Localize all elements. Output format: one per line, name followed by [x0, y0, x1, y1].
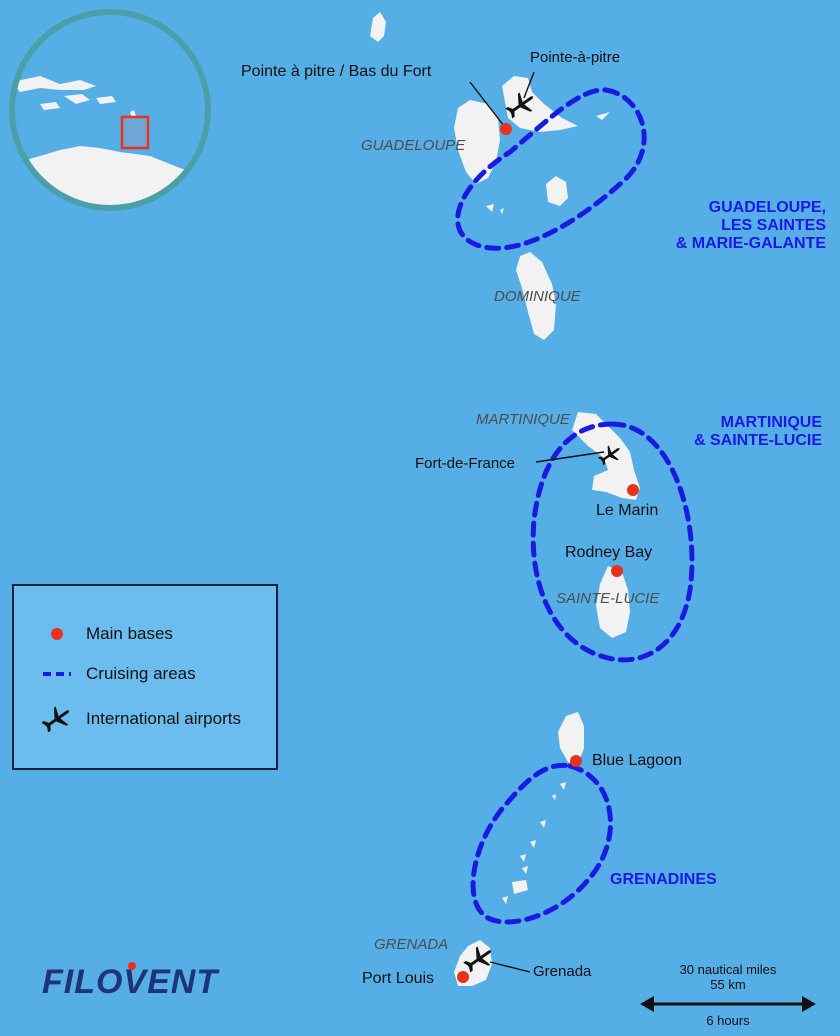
- legend-label-main-bases: Main bases: [86, 624, 173, 643]
- cruising-area-martinique-sainte-lucie: [530, 421, 695, 663]
- label-island-dominique: DOMINIQUE: [494, 288, 581, 305]
- base-marker-port-louis: [457, 971, 469, 983]
- legend-label-cruising-areas: Cruising areas: [86, 664, 196, 683]
- label-grenada-airport: Grenada: [533, 963, 592, 980]
- base-marker-rodney-bay: [611, 565, 623, 577]
- label-rodney-bay: Rodney Bay: [565, 544, 653, 561]
- island-sainte-lucie: [596, 566, 630, 638]
- legend-row-main-bases: Main bases: [42, 624, 173, 644]
- island-martinique: [572, 412, 640, 500]
- cruising-area-grenadines: [470, 762, 613, 925]
- label-blue-lagoon: Blue Lagoon: [592, 752, 682, 769]
- airplane-icon: [42, 706, 70, 732]
- island-marie-galante: [546, 176, 568, 206]
- label-island-sainte-lucie: SAINTE-LUCIE: [556, 590, 660, 607]
- label-area-martinique-sainte-lucie: MARTINIQUE & SAINTE-LUCIE: [694, 414, 822, 449]
- dashed-line-icon: [43, 672, 71, 676]
- base-marker-pointe-a-pitre: [500, 123, 512, 135]
- label-area-guadeloupe: GUADELOUPE, LES SAINTES & MARIE-GALANTE: [675, 199, 826, 252]
- cruising-area-guadeloupe: [455, 87, 647, 251]
- label-le-marin: Le Marin: [596, 502, 659, 519]
- label-pointe-a-pitre-airport: Pointe-à-pitre: [530, 49, 621, 66]
- base-marker-le-marin: [627, 484, 639, 496]
- scale-label-time: 6 hours: [706, 1013, 750, 1028]
- brand-logo-mark: [128, 962, 136, 970]
- legend-row-cruising-areas: Cruising areas: [42, 664, 196, 684]
- label-island-grenada: GRENADA: [374, 936, 449, 953]
- scale-bar: [640, 996, 816, 1012]
- island-saint-vincent: [558, 712, 584, 764]
- label-island-guadeloupe: GUADELOUPE: [361, 137, 466, 154]
- airplane-icon-pointe-a-pitre: [505, 92, 534, 119]
- island-dominique: [516, 252, 556, 340]
- base-marker-blue-lagoon: [570, 755, 582, 767]
- label-pointe-a-pitre-bas-du-fort: Pointe à pitre / Bas du Fort: [241, 63, 432, 80]
- inset-locator-map: [9, 9, 211, 211]
- label-area-grenadines: GRENADINES: [610, 871, 717, 888]
- label-island-martinique: MARTINIQUE: [476, 411, 570, 428]
- airplane-icon-grenada: [463, 946, 492, 973]
- scale-label-distance: 30 nautical miles 55 km: [679, 962, 777, 992]
- legend-box: Main bases Cruising areas International …: [12, 584, 278, 770]
- island-basse-terre: [454, 100, 500, 184]
- base-dot-icon: [51, 628, 63, 640]
- airplane-icon-fort-de-france: [597, 445, 620, 466]
- brand-logo: FILOVENT: [42, 963, 219, 1001]
- island-grande-terre: [502, 76, 578, 132]
- label-fort-de-france: Fort-de-France: [415, 455, 516, 472]
- legend-row-international-airports: International airports: [42, 706, 241, 732]
- label-port-louis: Port Louis: [362, 970, 435, 987]
- legend-label-international-airports: International airports: [86, 709, 241, 728]
- island-north-small: [370, 12, 386, 42]
